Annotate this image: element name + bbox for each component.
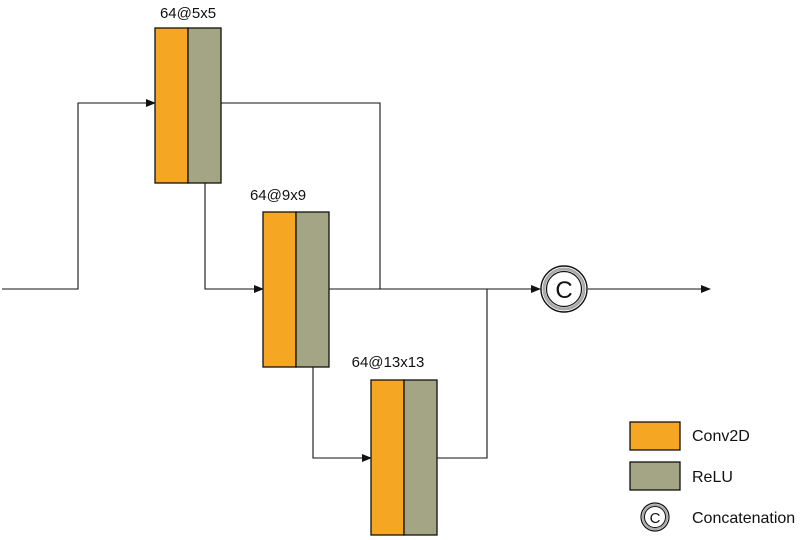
block2-label: 64@9x9	[250, 187, 306, 204]
block2-to-block3-wire	[312, 367, 372, 462]
block1-label: 64@5x5	[160, 5, 216, 22]
concat-inner-ring	[545, 270, 583, 308]
concat-gray-ring	[542, 267, 586, 311]
concat-symbol: C	[555, 277, 572, 304]
legend-concatenation: C Concatenation	[640, 502, 795, 532]
relu-layer	[403, 379, 438, 536]
relu-layer	[295, 211, 330, 368]
legend-concat-gray-ring	[642, 504, 668, 530]
legend-conv2d-swatch	[629, 421, 681, 451]
legend-concat-symbol: C	[650, 510, 661, 527]
legend-concatenation-label: Concatenation	[692, 510, 795, 527]
block1-output-wire	[221, 102, 381, 289]
legend-relu: ReLU	[629, 461, 733, 491]
concatenation-node: C	[540, 265, 588, 313]
block-64-13x13: 64@13x13	[352, 354, 438, 536]
block-64-9x9: 64@9x9	[250, 187, 330, 368]
legend: Conv2D ReLU C Concatenation	[629, 421, 795, 532]
block3-output-wire	[437, 289, 488, 459]
legend-conv2d-label: Conv2D	[692, 428, 750, 445]
conv2d-layer	[262, 211, 297, 368]
conv2d-layer	[370, 379, 405, 536]
input-to-block1-wire	[2, 99, 156, 290]
conv2d-layer	[154, 27, 189, 184]
relu-layer	[187, 27, 222, 184]
legend-concat-inner-ring	[644, 506, 666, 528]
legend-conv2d: Conv2D	[629, 421, 750, 451]
legend-relu-label: ReLU	[692, 469, 733, 486]
legend-relu-swatch	[629, 461, 681, 491]
block-64-5x5: 64@5x5	[154, 5, 222, 184]
block3-label: 64@13x13	[352, 354, 425, 371]
block1-to-block2-wire	[204, 183, 264, 293]
connections	[2, 99, 711, 462]
